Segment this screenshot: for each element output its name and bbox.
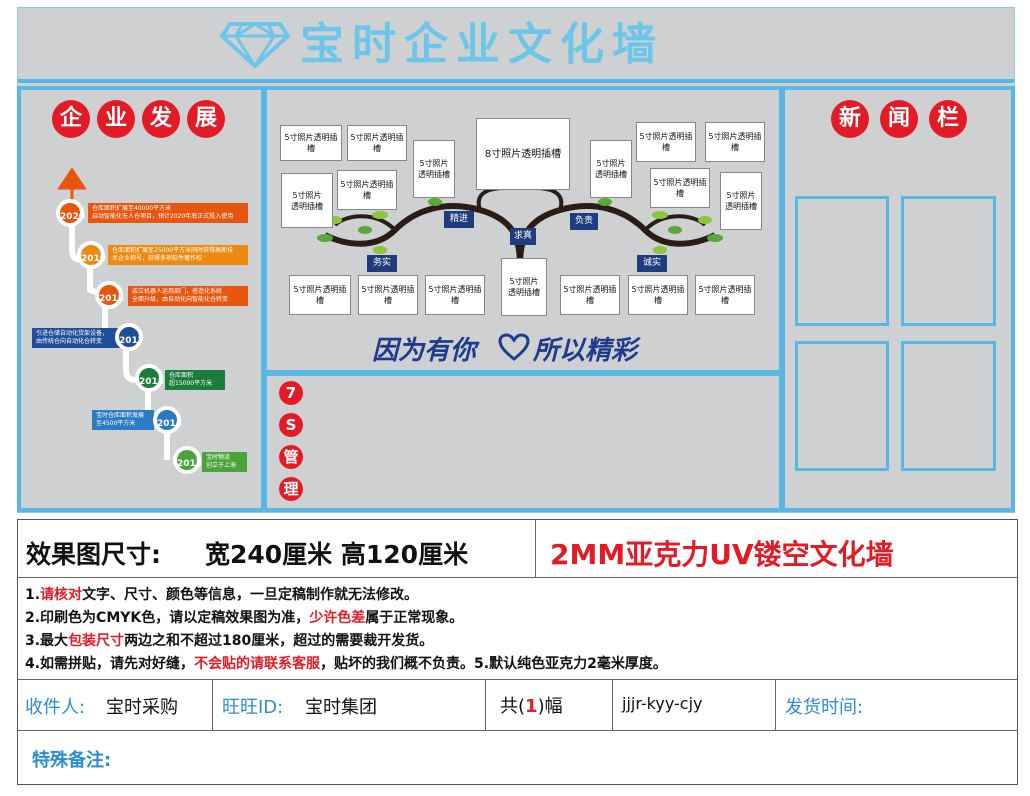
divider: [612, 680, 613, 730]
divider: [485, 680, 486, 730]
divider: [18, 730, 1018, 731]
divider: [18, 577, 1018, 578]
photo-slot: 5寸照片透明插槽: [347, 125, 407, 161]
size-label: 效果图尺寸:: [26, 540, 161, 569]
milestone-text: 仓库面积扩展至40000平方米 启动智能化无人仓项目，预计2020年底正式投入使…: [88, 203, 248, 223]
wall-header: [18, 8, 1014, 83]
count-suffix: )幅: [537, 696, 563, 717]
photo-slot: 5寸照片 透明插槽: [413, 140, 455, 198]
note-text: 1.: [25, 587, 41, 603]
note-text: 文字、尺寸、颜色等信息，一旦定稿制作就无法修改。: [82, 587, 419, 603]
count-value: 1: [525, 696, 538, 717]
news-slot: [901, 341, 996, 471]
milestone-year: 2019: [77, 241, 106, 269]
value-label: 求真: [510, 228, 536, 245]
note-text: 3.最大: [25, 633, 69, 649]
7s-panel: [263, 372, 783, 512]
value-label: 精进: [444, 211, 474, 228]
milestone-text: 仓库面积 超15000平方米: [165, 370, 225, 390]
photo-slot-large: 8寸照片透明插槽: [476, 118, 570, 190]
page-title: 宝时企业文化墙: [300, 19, 664, 70]
photo-slot: 5寸照片 透明插槽: [501, 258, 547, 316]
news-title-char: 新: [831, 100, 869, 138]
heart-icon: [498, 333, 530, 361]
photo-slot: 5寸照片透明插槽: [337, 170, 397, 210]
ship-time-label: 发货时间:: [785, 697, 864, 718]
note-highlight: 请核对: [40, 587, 83, 603]
milestone-year: 2020: [56, 199, 85, 227]
note-line: 3.最大包装尺寸两边之和不超过180厘米，超过的需要裁开发货。: [25, 630, 433, 650]
photo-slot: 5寸照片透明插槽: [280, 125, 342, 161]
title-char: 发: [142, 100, 180, 138]
divider: [212, 680, 213, 730]
note-text: 两边之和不超过180厘米，超过的需要裁开发货。: [124, 633, 434, 649]
photo-slot: 5寸照片透明插槽: [425, 275, 485, 315]
note-text: ，贴坏的我们概不负责。5.默认纯色亚克力2毫米厚度。: [320, 656, 667, 672]
milestone-text: 仓库面积扩展至25000平方米同时获得高新技 术企业称号，获得多项软件著作权: [108, 245, 248, 265]
slogan-left: 因为有你: [372, 336, 477, 366]
divider: [535, 520, 536, 577]
photo-slot: 5寸照片透明插槽: [636, 122, 696, 162]
milestone-text: 宝时物流 创立于上海: [202, 452, 247, 472]
title-char: 展: [187, 100, 225, 138]
milestone-year: 2014: [153, 406, 182, 434]
count-prefix: 共(: [500, 696, 526, 717]
note-highlight: 少许色差: [309, 610, 366, 626]
size-value: 宽240厘米 高120厘米: [205, 540, 469, 569]
development-title: 企 业 发 展: [52, 100, 242, 140]
milestone-year: 2018: [95, 281, 124, 309]
photo-slot: 5寸照片透明插槽: [705, 122, 765, 162]
7s-char: S: [279, 413, 303, 437]
note-text: 属于正常现象。: [365, 610, 464, 626]
note-highlight: 包装尺寸: [68, 633, 125, 649]
count-field: 共(1)幅: [500, 692, 563, 718]
7s-char: 理: [279, 477, 303, 501]
order-info-table: [17, 519, 1018, 785]
value-label: 诚实: [637, 255, 667, 272]
photo-slot: 5寸照片透明插槽: [358, 275, 418, 315]
note-text: 4.如需拼贴，请先对好缝，: [25, 656, 195, 672]
7s-char: 管: [279, 445, 303, 469]
note-line: 4.如需拼贴，请先对好缝，不会贴的请联系客服，贴坏的我们概不负责。5.默认纯色亚…: [25, 653, 667, 673]
wangwang-label: 旺旺ID:: [222, 697, 284, 718]
news-title-char: 栏: [929, 100, 967, 138]
milestone-text: 引进仓储自动化货架设备， 由传统仓向自动化仓转变: [32, 328, 120, 348]
order-code: jjjr-kyy-cjy: [622, 694, 703, 713]
milestone-text: 成立机器人运用部门，搭造化系统 全面升级，由自动化向智能化仓转变: [128, 286, 248, 306]
milestone-text: 宝时仓库面积发展 至4500平方米: [92, 410, 154, 430]
milestone-year: 2015: [135, 364, 164, 392]
milestone-year: 2013: [173, 446, 202, 474]
material-title: 2MM亚克力UV镂空文化墙: [550, 538, 894, 571]
value-label: 负责: [570, 213, 598, 230]
title-char: 业: [97, 100, 135, 138]
slogan-right: 所以精彩: [533, 336, 638, 366]
diamond-icon: [220, 22, 290, 68]
wangwang-value: 宝时集团: [305, 697, 377, 718]
news-slot: [795, 196, 889, 326]
note-text: 2.印刷色为CMYK色，请以定稿效果图为准，: [25, 610, 310, 626]
news-slot: [901, 196, 996, 326]
news-slot: [795, 341, 889, 471]
7s-char: 7: [279, 381, 303, 405]
value-label: 务实: [367, 255, 397, 272]
divider: [775, 680, 776, 730]
divider: [18, 679, 1018, 680]
photo-slot: 5寸照片 透明插槽: [720, 172, 762, 230]
note-line: 1.请核对文字、尺寸、颜色等信息，一旦定稿制作就无法修改。: [25, 584, 418, 604]
milestone-year: 2017: [115, 323, 144, 351]
recipient-value: 宝时采购: [106, 697, 178, 718]
photo-slot: 5寸照片 透明插槽: [281, 173, 333, 228]
remarks-label: 特殊备注:: [32, 750, 112, 771]
photo-slot: 5寸照片透明插槽: [695, 275, 755, 315]
photo-slot: 5寸照片透明插槽: [650, 168, 710, 208]
photo-slot: 5寸照片透明插槽: [560, 275, 620, 315]
recipient-label: 收件人:: [25, 697, 86, 718]
photo-slot: 5寸照片 透明插槽: [590, 140, 632, 198]
note-highlight: 不会贴的请联系客服: [194, 656, 321, 672]
note-line: 2.印刷色为CMYK色，请以定稿效果图为准，少许色差属于正常现象。: [25, 607, 463, 627]
title-char: 企: [52, 100, 90, 138]
photo-slot: 5寸照片透明插槽: [289, 275, 351, 315]
photo-slot: 5寸照片透明插槽: [628, 275, 688, 315]
news-title-char: 闻: [880, 100, 918, 138]
